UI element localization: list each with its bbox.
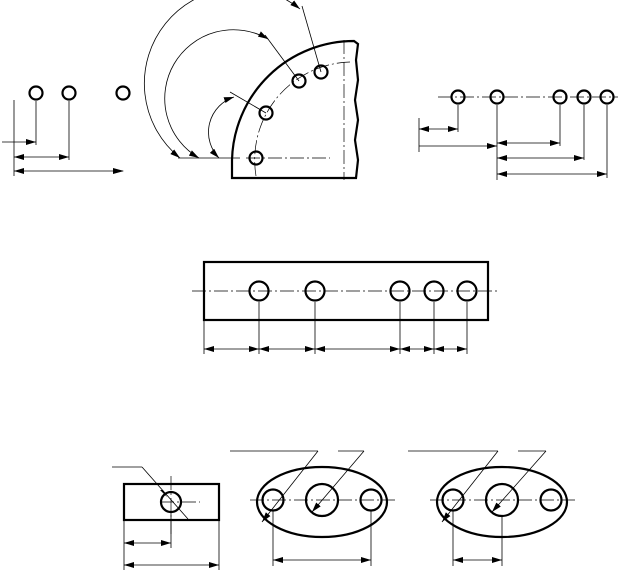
hole-circle	[389, 280, 411, 302]
figure-oval-b	[408, 450, 575, 566]
oval-outline	[255, 465, 389, 539]
dimension-arrow	[113, 168, 124, 174]
figure-linear-baseline	[418, 89, 618, 180]
leader-arrow	[160, 490, 167, 497]
figure-linear-chain	[2, 85, 131, 176]
leader-line	[491, 450, 547, 513]
hole-circle	[304, 280, 326, 302]
leader-line	[261, 450, 319, 523]
hole-circle	[359, 488, 383, 512]
angular-dimension-arc	[208, 96, 235, 159]
hole-circle	[61, 85, 77, 101]
hole-circle	[539, 488, 563, 512]
leader-line	[311, 450, 365, 513]
hole-circle	[313, 64, 329, 80]
rect-outline	[122, 482, 221, 522]
hole-circle	[450, 89, 466, 105]
hole-circle	[248, 280, 270, 302]
figure-angular	[144, 0, 360, 180]
leader-line	[141, 466, 189, 520]
leader-line	[441, 450, 499, 523]
hole-circle	[115, 85, 131, 101]
hole-circle	[304, 482, 340, 518]
hole-circle	[576, 89, 592, 105]
hole-circle	[28, 85, 44, 101]
hole-circle	[489, 89, 505, 105]
hole-circle	[441, 488, 465, 512]
part-outline	[230, 39, 360, 180]
figure-rect-hole	[112, 466, 221, 570]
hole-circle	[261, 488, 285, 512]
hole-circle	[456, 280, 478, 302]
figure-plate	[192, 260, 500, 354]
figure-oval-a	[230, 450, 395, 566]
hole-circle	[423, 280, 445, 302]
hole-circle	[599, 89, 615, 105]
extension-line	[229, 91, 267, 114]
extension-line	[301, 5, 322, 73]
hole-circle	[552, 89, 568, 105]
angular-dimension-arc	[144, 0, 301, 159]
